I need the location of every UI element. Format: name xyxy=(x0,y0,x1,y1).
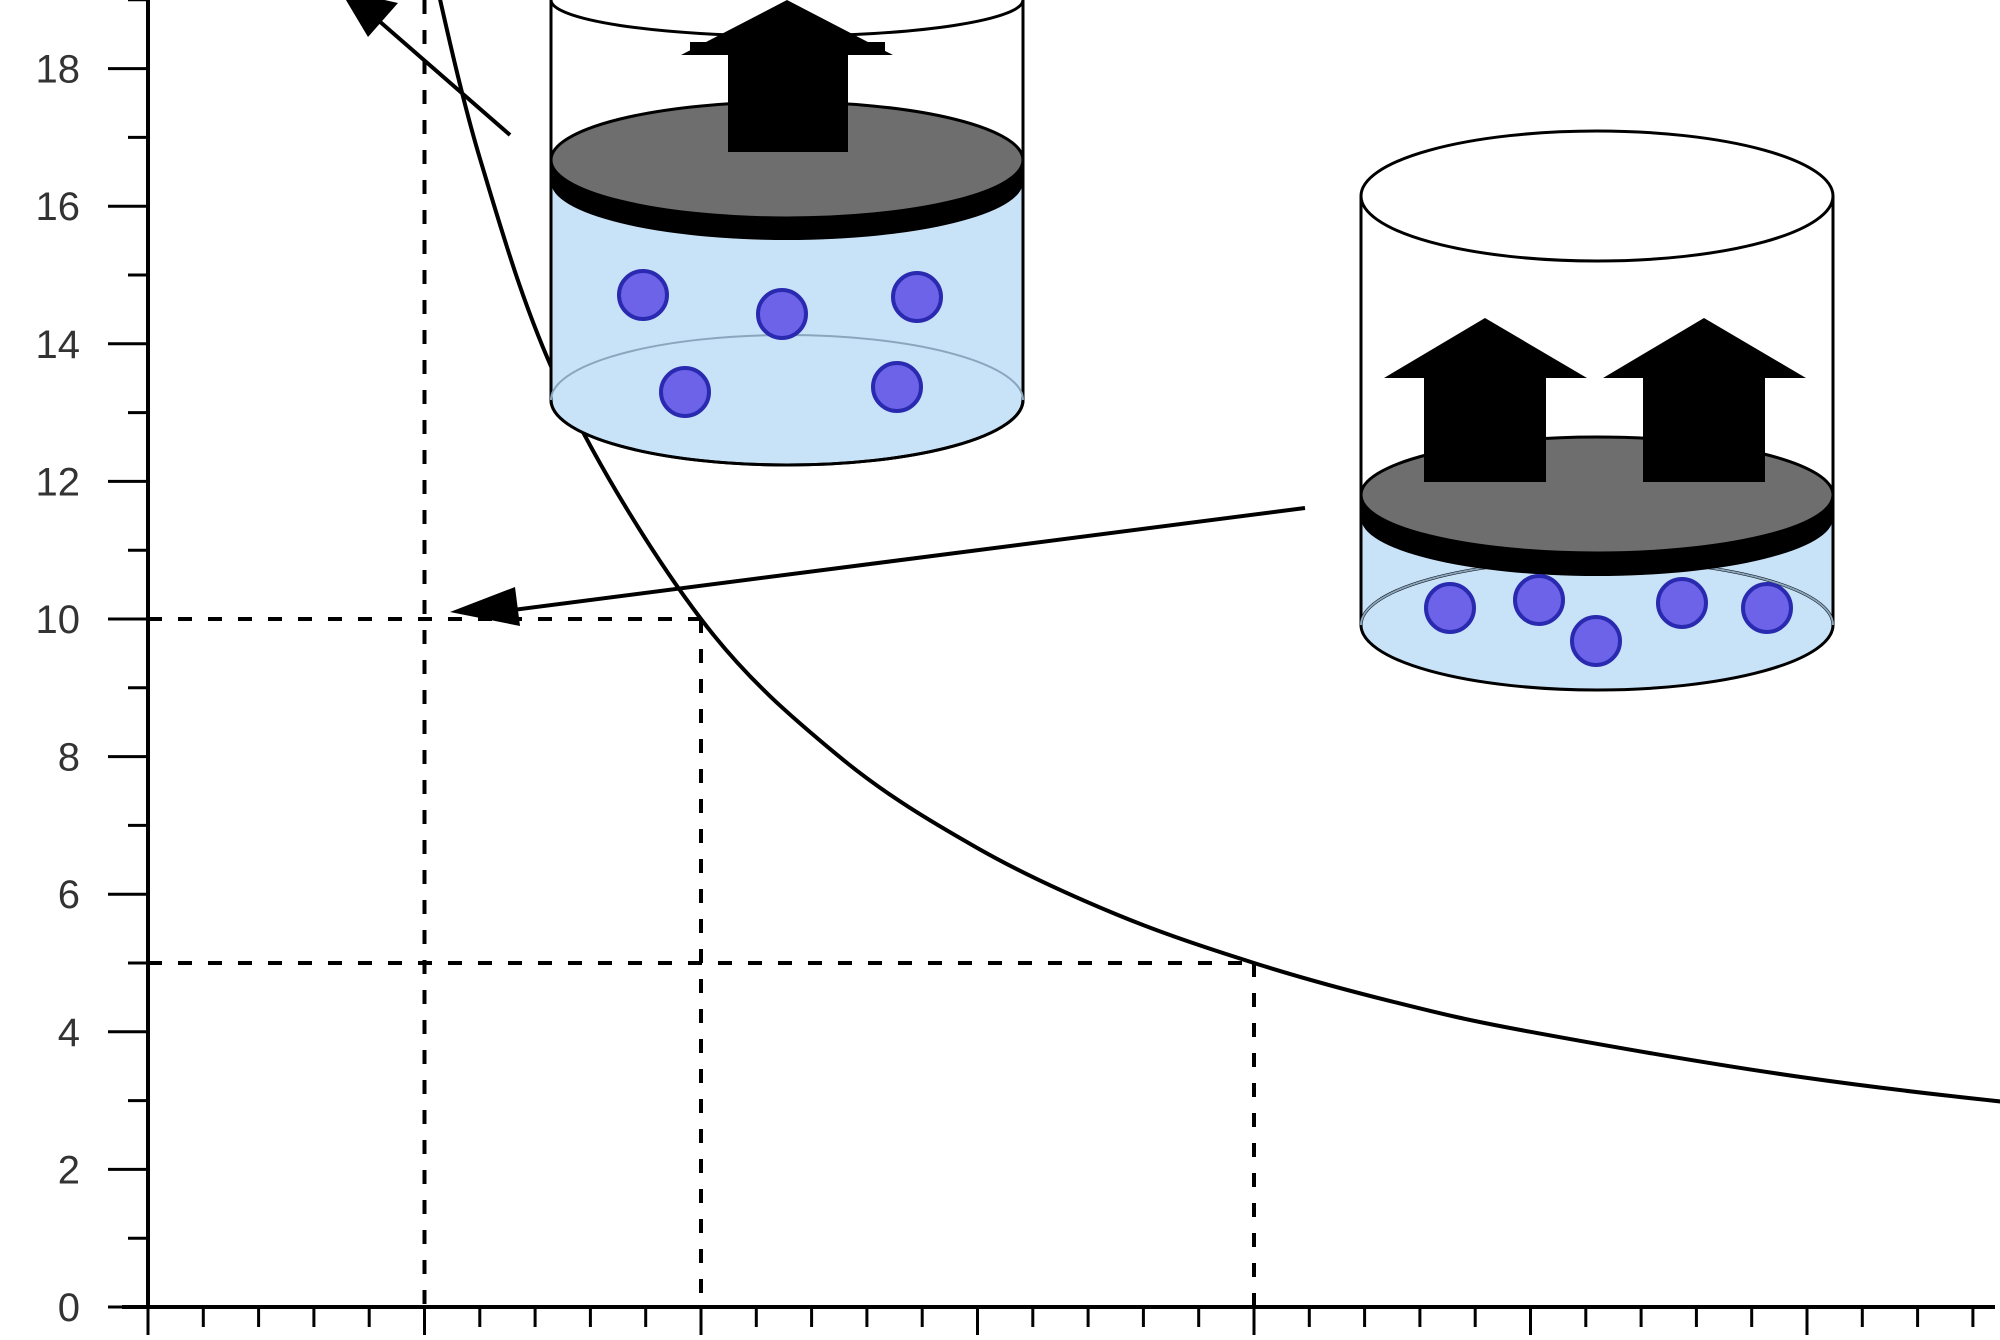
y-tick-label: 2 xyxy=(58,1148,80,1192)
y-tick-label: 8 xyxy=(58,736,80,780)
particle xyxy=(1658,579,1706,627)
particle xyxy=(619,271,667,319)
cylinder-high-pressure xyxy=(1361,131,1833,690)
particle xyxy=(873,363,921,411)
y-tick-label: 12 xyxy=(36,460,81,504)
y-tick-label: 4 xyxy=(58,1011,80,1055)
cylinder-low-pressure xyxy=(551,0,1023,465)
y-tick-label: 0 xyxy=(58,1286,80,1330)
y-tick-label: 16 xyxy=(36,185,81,229)
particle xyxy=(758,290,806,338)
y-tick-label: 18 xyxy=(36,48,81,92)
particle xyxy=(893,273,941,321)
y-tick-label: 6 xyxy=(58,873,80,917)
particle xyxy=(661,368,709,416)
y-tick-label: 10 xyxy=(36,598,81,642)
particle xyxy=(1515,576,1563,624)
particle xyxy=(1572,617,1620,665)
pointer-arrow-right xyxy=(450,508,1305,626)
y-tick-label: 14 xyxy=(36,323,81,367)
particle xyxy=(1426,584,1474,632)
particle xyxy=(1743,584,1791,632)
